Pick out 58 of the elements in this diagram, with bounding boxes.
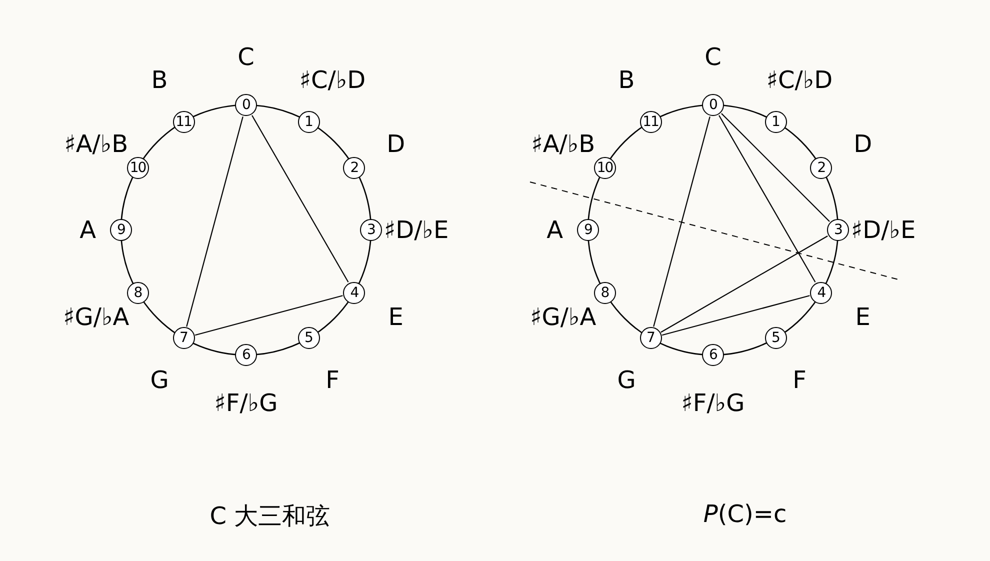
pitch-class-number: 3	[360, 219, 382, 241]
pitch-class-number: 11	[172, 110, 194, 133]
note-name: ♯F/♭G	[681, 389, 745, 417]
note-name: A	[80, 216, 96, 244]
pitch-class-number: 7	[640, 327, 662, 350]
pitch-class-number: 3	[827, 219, 849, 241]
note-name: ♯G/♭A	[63, 302, 130, 330]
pitch-class-number: 6	[702, 344, 724, 366]
note-name: G	[617, 366, 636, 394]
pitch-class-number: 8	[594, 282, 616, 304]
note-name: ♯C/♭D	[766, 66, 833, 94]
pitch-class-number: 9	[110, 219, 132, 241]
pitch-class-number: 5	[764, 327, 786, 350]
pitch-class-number: 10	[594, 156, 616, 178]
note-name: F	[792, 366, 806, 394]
note-name: E	[388, 302, 404, 330]
pitch-class-number: 10	[126, 156, 149, 178]
chord-line	[186, 116, 244, 327]
pitch-class-number: 1	[764, 110, 786, 133]
pitch-class-number: 1	[298, 110, 320, 133]
note-name: G	[150, 366, 169, 394]
chord-line	[662, 295, 810, 336]
pitch-class-number: 0	[235, 94, 257, 116]
note-name: C	[704, 43, 722, 71]
note-name: ♯D/♭E	[851, 216, 916, 244]
pitch-class-number: 0	[702, 94, 724, 116]
note-name: C	[238, 43, 254, 71]
note-name: B	[151, 66, 168, 94]
note-name: E	[855, 302, 870, 330]
pitch-class-number: 6	[235, 344, 257, 366]
note-name: D	[386, 130, 406, 158]
pitch-class-number: 4	[810, 282, 832, 304]
chord-line	[660, 236, 828, 333]
caption: P(C)=c	[703, 500, 787, 528]
note-name: ♯G/♭A	[530, 302, 596, 330]
note-name: ♯A/♭B	[531, 130, 596, 158]
chord-line	[721, 113, 830, 222]
note-name: A	[546, 216, 563, 244]
caption: C 大三和弦	[210, 501, 330, 532]
note-name: ♯F/♭G	[214, 389, 278, 417]
note-name: B	[618, 66, 635, 94]
pitch-class-number: 11	[640, 110, 662, 133]
chord-line	[718, 115, 816, 282]
pitch-class-number: 2	[343, 156, 366, 178]
chord-line	[194, 295, 343, 336]
note-name: D	[854, 130, 872, 158]
note-name: ♯A/♭B	[64, 130, 128, 158]
pitch-class-number: 4	[343, 282, 366, 304]
pitch-class-number: 9	[577, 219, 599, 241]
chord-line	[252, 115, 349, 282]
note-name: ♯D/♭E	[384, 216, 449, 244]
chord-line	[653, 116, 710, 327]
pitch-class-number: 2	[810, 156, 832, 178]
note-name: ♯C/♭D	[299, 66, 366, 94]
note-name: F	[326, 366, 340, 394]
pitch-class-number: 5	[298, 327, 320, 350]
pitch-class-number: 8	[126, 282, 149, 304]
pitch-class-number: 7	[172, 327, 194, 350]
